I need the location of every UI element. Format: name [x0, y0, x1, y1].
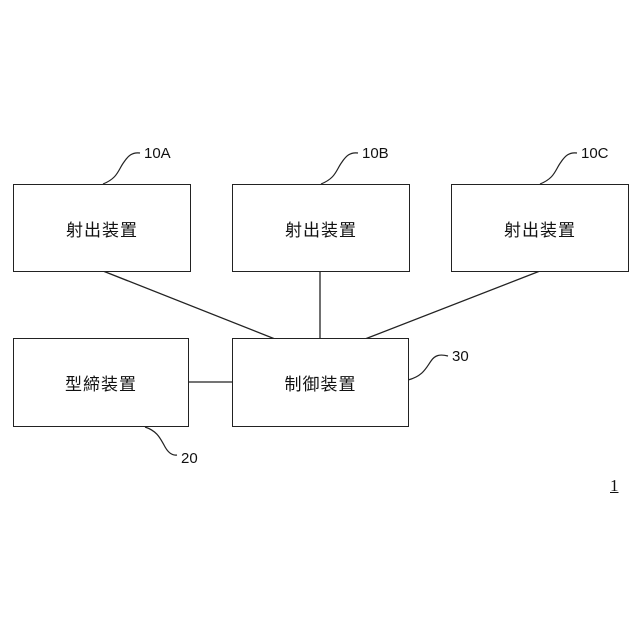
injection-unit-a-label: 射出装置	[66, 216, 138, 241]
clamping-unit-box: 型締装置	[13, 338, 189, 427]
ref-label-30: 30	[452, 349, 469, 364]
injection-unit-c-box: 射出装置	[451, 184, 629, 272]
ref-label-10c: 10C	[581, 146, 609, 161]
control-unit-label: 制御装置	[285, 370, 357, 395]
leader-30	[408, 355, 448, 380]
ref-label-10a: 10A	[144, 146, 171, 161]
ref-label-20: 20	[181, 451, 198, 466]
connector-10c-to-30	[365, 271, 540, 339]
clamping-unit-label: 型締装置	[65, 370, 137, 395]
injection-unit-b-label: 射出装置	[285, 216, 357, 241]
leader-10c	[540, 153, 577, 184]
ref-label-10b: 10B	[362, 146, 389, 161]
connector-10a-to-30	[103, 271, 275, 339]
injection-unit-c-label: 射出装置	[504, 216, 576, 241]
leader-10a	[103, 153, 140, 184]
leader-20	[145, 427, 177, 455]
injection-unit-a-box: 射出装置	[13, 184, 191, 272]
figure-reference-number: 1	[610, 477, 619, 494]
control-unit-box: 制御装置	[232, 338, 409, 427]
injection-unit-b-box: 射出装置	[232, 184, 410, 272]
leader-10b	[321, 153, 358, 184]
